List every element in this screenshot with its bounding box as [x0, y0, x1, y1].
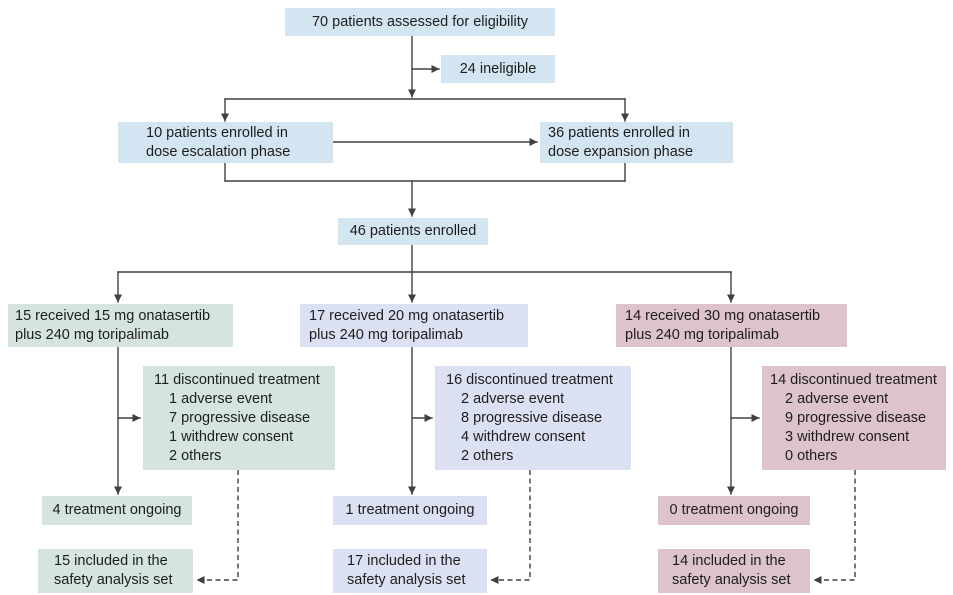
- box-text-line: 8 progressive disease: [461, 409, 603, 426]
- box-text-line: 14 received 30 mg onatasertib: [625, 307, 821, 324]
- box-arm-15mg: 15 received 15 mg onatasertib plus 240 m…: [8, 304, 233, 347]
- box-text-line: 15 received 15 mg onatasertib: [15, 307, 211, 324]
- box-text-line: 15 included in the: [54, 553, 168, 569]
- box-text-line: 11 discontinued treatment: [154, 371, 320, 388]
- box-text-line: 36 patients enrolled in: [548, 124, 690, 141]
- box-text-line: 14 included in the: [672, 553, 786, 569]
- box-text-line: dose escalation phase: [146, 143, 291, 160]
- box-text: 4 treatment ongoing: [52, 502, 182, 518]
- box-text-line: 3 withdrew consent: [785, 428, 910, 445]
- box-text-line: safety analysis set: [347, 572, 466, 588]
- box-text-line: 4 withdrew consent: [461, 428, 586, 445]
- box-ongoing-15mg: 4 treatment ongoing: [42, 496, 192, 525]
- box-ongoing-20mg: 1 treatment ongoing: [333, 496, 487, 525]
- box-text-line: 2 adverse event: [461, 390, 565, 407]
- box-arm-30mg: 14 received 30 mg onatasertib plus 240 m…: [616, 304, 847, 347]
- box-text: 70 patients assessed for eligibility: [311, 13, 528, 30]
- box-dose-escalation: 10 patients enrolled in dose escalation …: [118, 122, 333, 163]
- box-assessed-eligibility: 70 patients assessed for eligibility: [285, 8, 555, 36]
- box-text: 24 ineligible: [459, 60, 537, 77]
- box-safety-15mg: 15 included in the safety analysis set: [38, 549, 193, 593]
- box-text-line: plus 240 mg toripalimab: [309, 326, 463, 343]
- box-safety-20mg: 17 included in the safety analysis set: [333, 549, 487, 593]
- box-text-line: 14 discontinued treatment: [770, 371, 937, 388]
- box-text-line: dose expansion phase: [548, 143, 694, 160]
- box-text-line: safety analysis set: [54, 572, 173, 588]
- box-text-line: 2 adverse event: [785, 390, 889, 407]
- box-text-line: 1 adverse event: [169, 390, 273, 407]
- box-discontinued-20mg: 16 discontinued treatment 2 adverse even…: [435, 366, 631, 470]
- box-text: 0 treatment ongoing: [669, 502, 799, 518]
- box-text-line: 9 progressive disease: [785, 409, 927, 426]
- box-text: 46 patients enrolled: [349, 223, 477, 239]
- box-text-line: 7 progressive disease: [169, 409, 311, 426]
- box-dose-expansion: 36 patients enrolled in dose expansion p…: [540, 122, 733, 163]
- box-text-line: 2 others: [169, 447, 222, 464]
- box-discontinued-15mg: 11 discontinued treatment 1 adverse even…: [143, 366, 335, 470]
- box-enrolled: 46 patients enrolled: [338, 218, 488, 245]
- box-text-line: 16 discontinued treatment: [446, 371, 613, 388]
- box-text-line: 2 others: [461, 447, 514, 464]
- box-text-line: 17 received 20 mg onatasertib: [309, 307, 505, 324]
- box-ongoing-30mg: 0 treatment ongoing: [658, 496, 810, 525]
- box-discontinued-30mg: 14 discontinued treatment 2 adverse even…: [762, 366, 946, 470]
- box-arm-20mg: 17 received 20 mg onatasertib plus 240 m…: [300, 304, 528, 347]
- box-text-line: 0 others: [785, 447, 838, 464]
- box-text-line: 17 included in the: [347, 553, 461, 569]
- box-safety-30mg: 14 included in the safety analysis set: [658, 549, 810, 593]
- box-ineligible: 24 ineligible: [441, 55, 555, 83]
- box-text-line: 1 withdrew consent: [169, 428, 294, 445]
- box-text-line: plus 240 mg toripalimab: [625, 326, 779, 343]
- box-text-line: safety analysis set: [672, 572, 791, 588]
- box-text: 1 treatment ongoing: [345, 502, 475, 518]
- box-text-line: plus 240 mg toripalimab: [15, 326, 169, 343]
- box-text-line: 10 patients enrolled in: [146, 124, 288, 141]
